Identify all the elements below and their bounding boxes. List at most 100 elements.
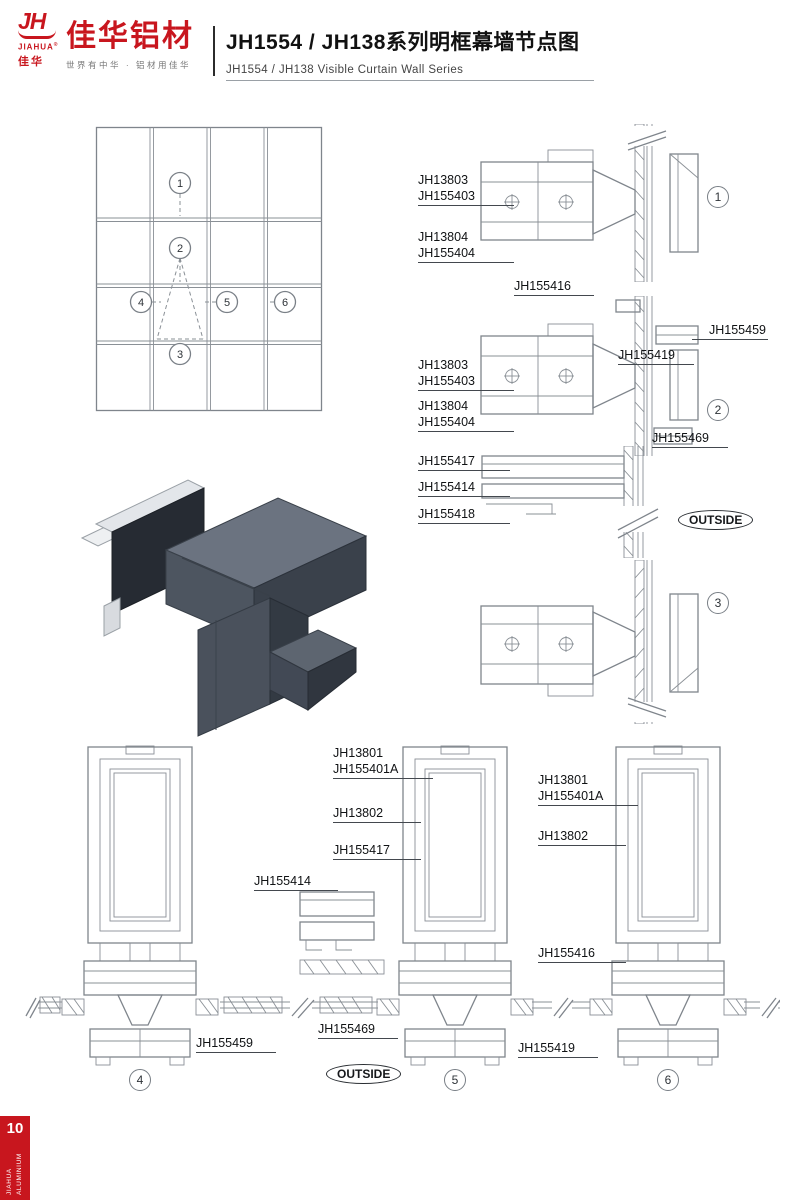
part-number: JH155419 bbox=[518, 1041, 575, 1055]
part-label-b-jh13802-right: JH13802 bbox=[538, 828, 626, 846]
outside-label-right: OUTSIDE bbox=[678, 510, 754, 530]
part-number: JH155469 bbox=[652, 431, 709, 445]
part-number: JH155401A bbox=[538, 789, 604, 803]
part-label-d1-jh13803-jh155403: JH13803 JH155403 bbox=[418, 172, 514, 206]
opening-triangle bbox=[156, 257, 204, 340]
page-title: JH1554 / JH138系列明框幕墙节点图 bbox=[226, 31, 580, 54]
svg-text:3: 3 bbox=[177, 349, 183, 361]
outside-label-bottom: OUTSIDE bbox=[326, 1064, 402, 1084]
part-number: JH155417 bbox=[418, 454, 475, 468]
page-footer-bar: 10 JIAHUA ALUMINIUM bbox=[0, 1116, 30, 1200]
glass-strip-mid-right bbox=[532, 994, 590, 1025]
brand-logo: JH JIAHUA® 佳华 bbox=[18, 10, 64, 69]
glass-strip-mid-left bbox=[220, 994, 378, 1025]
screw-symbols bbox=[504, 368, 574, 384]
part-number: JH155404 bbox=[418, 246, 475, 260]
profile-3d-render bbox=[56, 420, 396, 745]
footer-brand-line1: JIAHUA bbox=[6, 1168, 14, 1195]
section-callout-6: 6 bbox=[657, 1069, 679, 1091]
section-callout-5: 5 bbox=[444, 1069, 466, 1091]
section-detail-5-drawing bbox=[375, 745, 555, 1075]
logo-brand-text: JIAHUA bbox=[18, 42, 54, 52]
part-number: JH155401A bbox=[333, 762, 399, 776]
footer-brand-line2: ALUMINIUM bbox=[16, 1153, 23, 1195]
glass-strip-left bbox=[24, 994, 62, 1025]
part-number: JH155418 bbox=[418, 507, 475, 521]
svg-text:6: 6 bbox=[282, 297, 288, 309]
header-divider bbox=[213, 26, 215, 76]
footer-brand-text: JIAHUA ALUMINIUM bbox=[5, 1143, 25, 1195]
part-label-b-jh155414: JH155414 bbox=[254, 873, 338, 891]
section-detail-3-drawing bbox=[478, 559, 714, 729]
section-callout-3: 3 bbox=[707, 592, 729, 614]
part-label-jh155469: JH155469 bbox=[652, 430, 728, 448]
part-label-d2-jh13803-jh155403: JH13803 JH155403 bbox=[418, 357, 514, 391]
part-label-d1-jh13804-jh155404: JH13804 JH155404 bbox=[418, 229, 514, 263]
part-number: JH13804 bbox=[418, 230, 469, 244]
mid-connector-drawing bbox=[478, 445, 728, 563]
brand-title: 佳华铝材 bbox=[66, 20, 194, 53]
jiahua-logo-monogram: JH bbox=[18, 8, 46, 34]
part-number: JH155403 bbox=[418, 374, 475, 388]
glass-strip-right bbox=[744, 994, 781, 1025]
part-label-b-jh13801-jh155401a-right: JH13801 JH155401A bbox=[538, 772, 638, 806]
part-label-b-jh155459: JH155459 bbox=[196, 1035, 276, 1053]
vent-sash-subprofile-drawing bbox=[296, 888, 388, 997]
part-number: JH13802 bbox=[538, 829, 589, 843]
part-number: JH155414 bbox=[418, 480, 475, 494]
part-label-b-jh155417: JH155417 bbox=[333, 842, 421, 860]
part-number: JH155416 bbox=[514, 279, 571, 293]
part-number: JH155403 bbox=[418, 189, 475, 203]
part-label-b-jh155419: JH155419 bbox=[518, 1040, 598, 1058]
section-detail-1-drawing bbox=[478, 123, 714, 287]
part-number: JH155416 bbox=[538, 946, 595, 960]
page-number: 10 bbox=[6, 1120, 24, 1137]
section-detail-4-drawing bbox=[60, 745, 240, 1075]
part-number: JH13802 bbox=[333, 806, 384, 820]
part-number: JH155414 bbox=[254, 874, 311, 888]
svg-text:5: 5 bbox=[224, 297, 230, 309]
svg-text:1: 1 bbox=[177, 178, 183, 190]
section-callout-2: 2 bbox=[707, 399, 729, 421]
part-label-b-jh155469: JH155469 bbox=[318, 1021, 398, 1039]
jiahua-logo-wordmark: JIAHUA® bbox=[18, 42, 64, 52]
part-number: JH155469 bbox=[318, 1022, 375, 1036]
page-subtitle: JH1554 / JH138 Visible Curtain Wall Seri… bbox=[226, 64, 464, 76]
section-callout-4: 4 bbox=[129, 1069, 151, 1091]
elevation-callout-5: 5 bbox=[215, 290, 239, 314]
part-label-d2-jh13804-jh155404: JH13804 JH155404 bbox=[418, 398, 514, 432]
part-label-jh155414: JH155414 bbox=[418, 479, 510, 497]
part-number: JH13801 bbox=[333, 746, 384, 760]
title-underline bbox=[226, 80, 594, 81]
part-number: JH155419 bbox=[618, 348, 675, 362]
screw-symbols bbox=[504, 194, 574, 210]
part-label-jh155418: JH155418 bbox=[418, 506, 510, 524]
section-callout-1: 1 bbox=[707, 186, 729, 208]
svg-text:2: 2 bbox=[177, 243, 183, 255]
part-number: JH13803 bbox=[418, 358, 469, 372]
part-label-jh155419: JH155419 bbox=[618, 347, 694, 365]
elevation-callout-3: 3 bbox=[168, 342, 192, 366]
jiahua-logo-swoosh bbox=[18, 30, 56, 39]
elevation-grid-diagram: 1 2 4 5 6 3 bbox=[95, 126, 323, 417]
registered-mark: ® bbox=[53, 42, 59, 48]
part-number: JH13803 bbox=[418, 173, 469, 187]
elevation-callout-1: 1 bbox=[168, 171, 192, 195]
part-number: JH155459 bbox=[196, 1036, 253, 1050]
svg-text:4: 4 bbox=[138, 297, 144, 309]
section-detail-2-drawing bbox=[478, 295, 714, 461]
part-label-jh155417: JH155417 bbox=[418, 453, 510, 471]
part-label-jh155416: JH155416 bbox=[514, 278, 594, 296]
part-number: JH13804 bbox=[418, 399, 469, 413]
jiahua-logo-cn: 佳华 bbox=[18, 55, 44, 68]
part-label-b-jh155416: JH155416 bbox=[538, 945, 626, 963]
part-number: JH13801 bbox=[538, 773, 589, 787]
part-number: JH155459 bbox=[709, 323, 766, 337]
part-number: JH155404 bbox=[418, 415, 475, 429]
part-label-b-jh13802-mid: JH13802 bbox=[333, 805, 421, 823]
brand-block: 佳华铝材 世界有中华 · 铝材用佳华 bbox=[66, 20, 194, 71]
page-title-block: JH1554 / JH138系列明框幕墙节点图 JH1554 / JH138 V… bbox=[226, 26, 646, 76]
brand-slogan: 世界有中华 · 铝材用佳华 bbox=[66, 60, 192, 70]
elevation-callout-4: 4 bbox=[129, 290, 153, 314]
